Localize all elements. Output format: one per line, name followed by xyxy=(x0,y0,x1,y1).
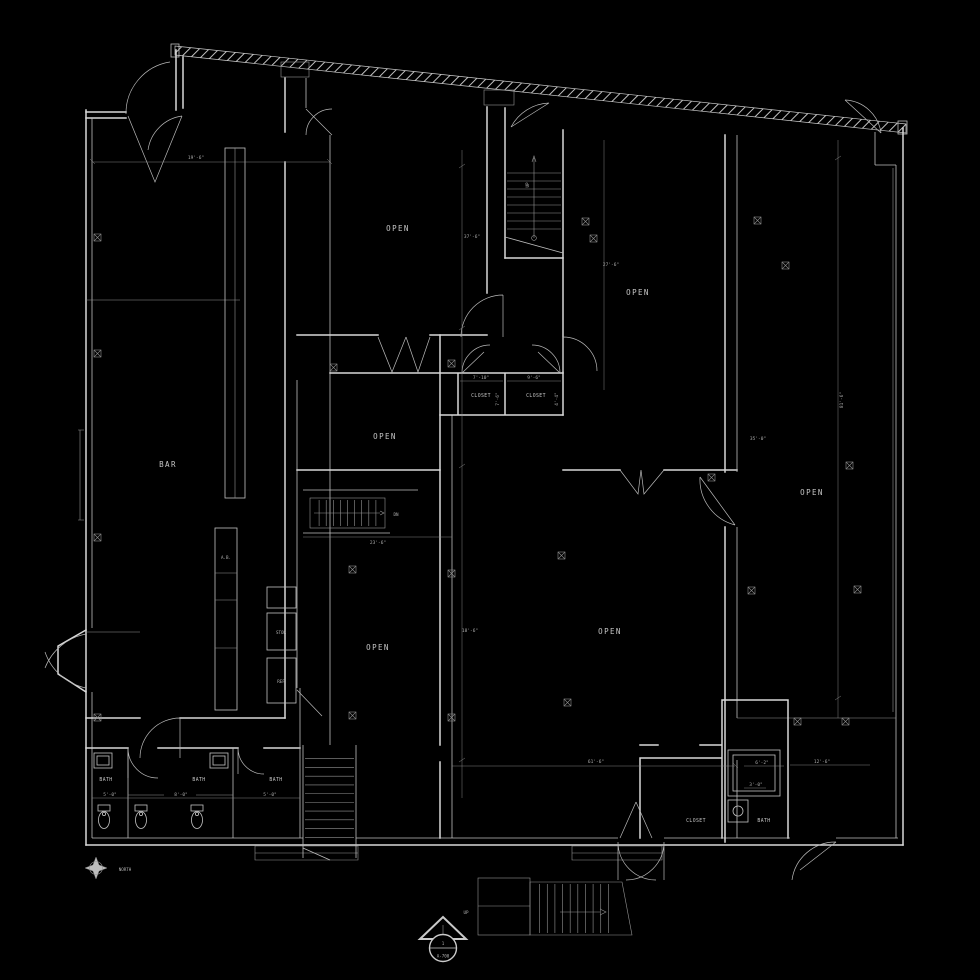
exterior-double-door xyxy=(617,841,665,881)
exterior-walls xyxy=(78,43,908,861)
column-markers xyxy=(93,216,862,726)
toilet-icon xyxy=(134,804,148,829)
dim-text: 7'-10" xyxy=(473,375,489,381)
dim-text: 9'-6" xyxy=(527,375,541,381)
dim-text: 6'-2" xyxy=(755,760,769,766)
closet-door xyxy=(531,344,561,374)
stair-dn-label: DN xyxy=(393,512,399,517)
door-arc xyxy=(139,717,181,759)
dim-text: 4'-4" xyxy=(554,392,560,406)
dim-text: 12'-6" xyxy=(814,759,830,765)
dim-text: 5'-0" xyxy=(103,792,117,798)
section-sheet: A-700 xyxy=(437,954,450,959)
hatched-party-wall xyxy=(174,45,907,134)
north-arrow-icon: NORTH xyxy=(84,856,132,880)
dimension-labels: 19'-6" 37'-6" 27'-6" 81'-6" 35'-0" 23'-6… xyxy=(103,155,845,798)
dim-text: 7'-6" xyxy=(495,392,501,406)
shower-icon xyxy=(727,749,781,797)
door-arc xyxy=(844,99,882,134)
room-label-closet1: CLOSET xyxy=(471,393,491,399)
stair-ext-up-label: UP xyxy=(463,910,469,915)
section-marker: 1 A-700 xyxy=(417,915,469,963)
angled-bay-wall xyxy=(57,628,88,694)
door-arc xyxy=(699,476,736,526)
sink-icon xyxy=(209,752,229,769)
room-label-open-right: OPEN xyxy=(800,488,824,497)
door-arc xyxy=(510,102,550,128)
exterior-door xyxy=(791,841,837,881)
stair-exterior xyxy=(477,877,633,936)
bathroom-fixtures xyxy=(93,752,229,829)
stair-main-up xyxy=(504,155,564,254)
section-number: 1 xyxy=(442,941,445,946)
doors xyxy=(44,61,882,881)
dim-text: 23'-6" xyxy=(370,540,386,546)
closet-door xyxy=(461,344,491,374)
double-door-leaves xyxy=(619,469,665,495)
double-door-leaves xyxy=(619,801,653,839)
room-label-bath2: BATH xyxy=(192,777,205,783)
room-label-bar: BAR xyxy=(159,460,177,469)
room-label-bath1: BATH xyxy=(99,777,112,783)
room-label-bath-br: BATH xyxy=(757,818,770,824)
room-label-open-lower-left: OPEN xyxy=(366,643,390,652)
bath-br-fixtures xyxy=(727,749,781,823)
bay-door-fan xyxy=(44,633,87,689)
sidewalk-grate xyxy=(571,845,663,861)
room-label-open-mid: OPEN xyxy=(373,432,397,441)
stair-labels: UP DN UP xyxy=(393,182,530,915)
room-label-open-upper-right: OPEN xyxy=(626,288,650,297)
door-arc xyxy=(125,61,171,115)
toilet-icon xyxy=(190,804,204,829)
room-labels: OPEN OPEN OPEN OPEN OPEN OPEN BAR CLOSET… xyxy=(99,224,824,824)
door-arc xyxy=(460,294,504,338)
sink-icon xyxy=(93,752,113,769)
dim-text: 81'-6" xyxy=(839,392,845,408)
stair-up-label: UP xyxy=(525,182,530,188)
door-arc xyxy=(127,747,159,779)
dim-text: 5'-0" xyxy=(263,792,277,798)
door-arc xyxy=(305,108,333,136)
sidewalk-grate xyxy=(254,845,359,861)
equip-label-ref: REF xyxy=(277,679,285,684)
room-label-closet-br: CLOSET xyxy=(686,818,706,824)
room-label-open-top: OPEN xyxy=(386,224,410,233)
bar-counter xyxy=(214,147,297,711)
dim-text: 27'-6" xyxy=(603,262,619,268)
interior-walls xyxy=(57,61,896,843)
stair-mid-dn xyxy=(309,497,386,529)
north-label: NORTH xyxy=(119,867,132,872)
door-leaf-pair xyxy=(127,115,183,183)
door-leaf xyxy=(296,689,323,717)
stair-bottom xyxy=(302,745,357,861)
door-arc xyxy=(562,336,598,372)
door-arc xyxy=(237,747,265,775)
dim-text: 35'-0" xyxy=(750,436,766,442)
storefront-window xyxy=(78,429,84,521)
room-label-closet2: CLOSET xyxy=(526,393,546,399)
door-arc xyxy=(147,115,183,151)
party-wall-end-cap xyxy=(170,43,180,58)
dim-text: 61'-6" xyxy=(588,759,604,765)
double-door-leaves xyxy=(377,336,431,374)
dim-text: 37'-6" xyxy=(464,234,480,240)
equip-label-stor: STOR xyxy=(276,630,287,635)
dim-text: 3'-0" xyxy=(749,782,763,788)
room-label-open-lower-center: OPEN xyxy=(598,627,622,636)
dim-text: 19'-6" xyxy=(188,155,204,161)
dim-text: 8'-0" xyxy=(174,792,188,798)
toilet-icon xyxy=(97,804,111,829)
equip-label-ab: A.B. xyxy=(221,555,231,560)
dim-text: 18'-6" xyxy=(462,628,478,634)
room-label-bath3: BATH xyxy=(269,777,282,783)
dimension-lines xyxy=(89,140,870,799)
sink-icon xyxy=(727,799,749,823)
